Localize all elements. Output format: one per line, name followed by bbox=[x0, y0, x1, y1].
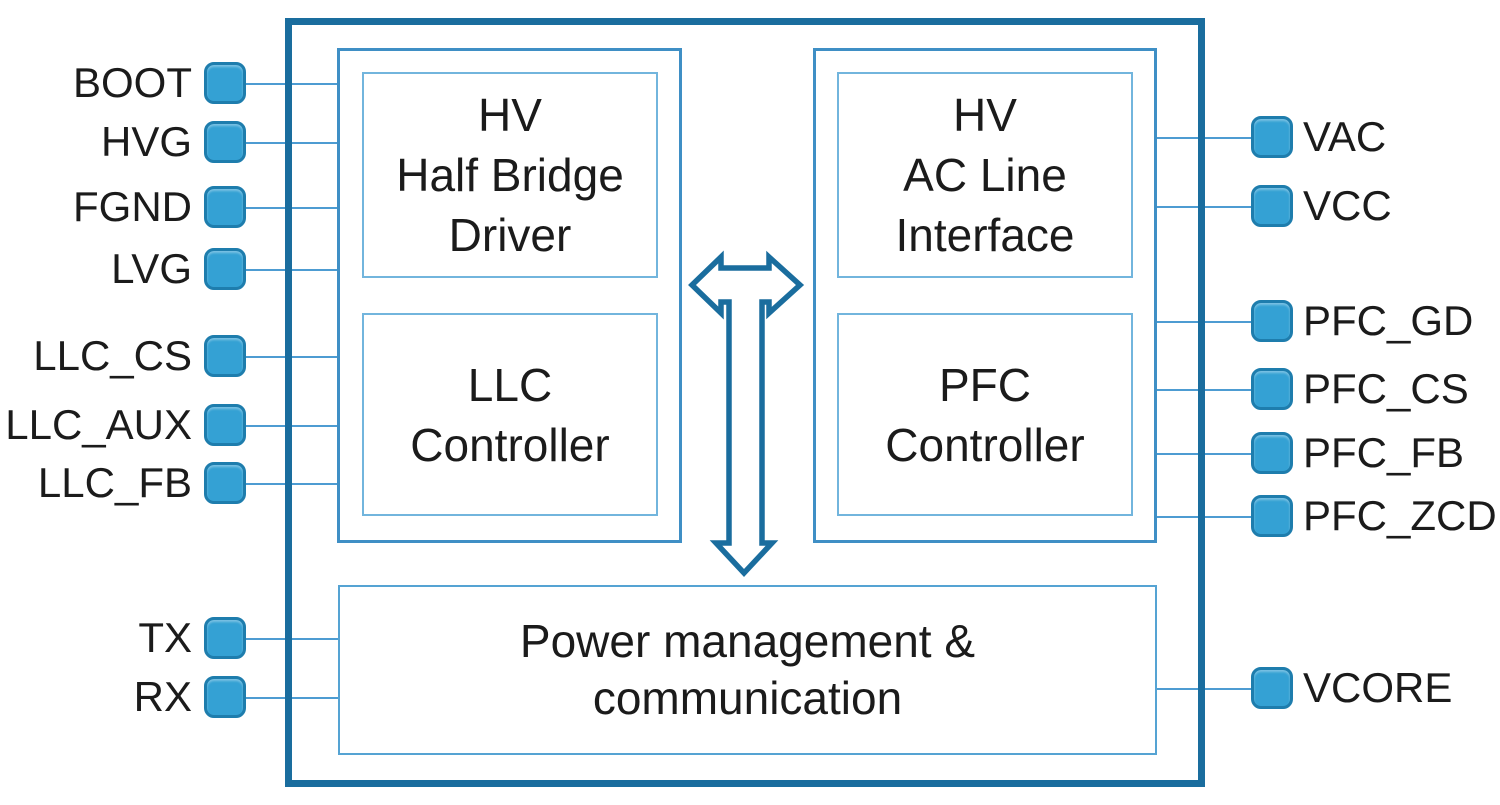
pin-label-pfc-gd: PFC_GD bbox=[1303, 297, 1474, 344]
pin-boot bbox=[204, 62, 246, 104]
pin-tx bbox=[204, 617, 246, 659]
block-hv-half-bridge-driver: HV Half Bridge Driver bbox=[362, 72, 658, 278]
wire-pfc-cs bbox=[1156, 389, 1272, 391]
pin-vac bbox=[1251, 116, 1293, 158]
wire-llc-cs bbox=[225, 356, 338, 358]
wire-llc-fb bbox=[225, 483, 338, 485]
pin-vcc bbox=[1251, 185, 1293, 227]
pin-label-vcore: VCORE bbox=[1303, 664, 1453, 711]
wire-pfc-fb bbox=[1156, 453, 1272, 455]
block-power-management: Power management & communication bbox=[338, 585, 1157, 755]
pin-label-llc-cs: LLC_CS bbox=[33, 332, 192, 379]
pin-label-fgnd: FGND bbox=[73, 183, 192, 230]
pin-label-llc-aux: LLC_AUX bbox=[5, 401, 192, 448]
hv-ac-line-interface-label: HV AC Line Interface bbox=[895, 89, 1075, 261]
pin-pfc-fb bbox=[1251, 432, 1293, 474]
wire-pfc-zcd bbox=[1156, 516, 1272, 518]
wire-vac bbox=[1156, 137, 1272, 139]
pin-pfc-gd bbox=[1251, 300, 1293, 342]
pfc-controller-label: PFC Controller bbox=[885, 358, 1085, 471]
wire-hvg bbox=[225, 142, 338, 144]
pin-label-tx: TX bbox=[138, 614, 192, 661]
wire-boot bbox=[225, 83, 338, 85]
wire-pfc-gd bbox=[1156, 321, 1272, 323]
pin-llc-aux bbox=[204, 404, 246, 446]
pin-label-pfc-fb: PFC_FB bbox=[1303, 429, 1465, 476]
pin-pfc-cs bbox=[1251, 368, 1293, 410]
pfc-section-group bbox=[813, 48, 1157, 543]
pin-vcore bbox=[1251, 667, 1293, 709]
pin-label-lvg: LVG bbox=[111, 245, 192, 292]
pin-label-pfc-cs: PFC_CS bbox=[1303, 365, 1469, 412]
pin-rx bbox=[204, 676, 246, 718]
wire-fgnd bbox=[225, 207, 338, 209]
wire-vcore bbox=[1156, 688, 1272, 690]
llc-section-group bbox=[337, 48, 682, 543]
pin-llc-cs bbox=[204, 335, 246, 377]
hv-half-bridge-driver-label: HV Half Bridge Driver bbox=[396, 89, 624, 261]
pin-lvg bbox=[204, 248, 246, 290]
pin-llc-fb bbox=[204, 462, 246, 504]
wire-lvg bbox=[225, 269, 338, 271]
block-llc-controller: LLC Controller bbox=[362, 313, 658, 516]
wire-rx bbox=[225, 697, 339, 699]
pin-label-pfc-zcd: PFC_ZCD bbox=[1303, 492, 1497, 539]
pin-label-boot: BOOT bbox=[72, 59, 192, 106]
pin-label-hvg: HVG bbox=[100, 118, 192, 165]
pin-label-vac: VAC bbox=[1303, 113, 1387, 160]
wire-llc-aux bbox=[225, 425, 338, 427]
power-management-label: Power management & communication bbox=[519, 615, 976, 724]
block-pfc-controller: PFC Controller bbox=[837, 313, 1133, 516]
pin-hvg bbox=[204, 121, 246, 163]
chip-outline bbox=[285, 18, 1205, 787]
wire-tx bbox=[225, 638, 339, 640]
pin-label-vcc: VCC bbox=[1303, 182, 1392, 229]
pin-fgnd bbox=[204, 186, 246, 228]
pin-label-llc-fb: LLC_FB bbox=[37, 459, 192, 506]
pin-label-rx: RX bbox=[133, 673, 192, 720]
pin-pfc-zcd bbox=[1251, 495, 1293, 537]
llc-controller-label: LLC Controller bbox=[410, 358, 610, 471]
wire-vcc bbox=[1156, 206, 1272, 208]
block-hv-ac-line-interface: HV AC Line Interface bbox=[837, 72, 1133, 278]
